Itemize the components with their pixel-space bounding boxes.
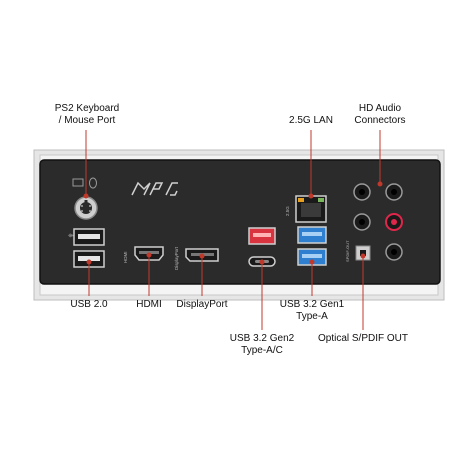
ps2-port (74, 196, 98, 220)
label-hdmi: HDMI (136, 299, 162, 310)
keyboard-icon (72, 178, 84, 187)
mouse-icon (89, 177, 97, 189)
usb20-ports: ⟴ (68, 228, 105, 268)
label-ps2-line1: PS2 Keyboard (54, 103, 120, 114)
callout-lines (83, 130, 383, 330)
label-usb32gen2-line2: Type-A/C (241, 345, 283, 356)
label-ps2: PS2 Keyboard / Mouse Port (44, 103, 130, 127)
dp-tag: DisplayPort (174, 246, 179, 270)
label-usb32gen2-line1: USB 3.2 Gen2 (229, 333, 295, 344)
lan-port: 2.5G (285, 195, 327, 223)
lan-tag: 2.5G (285, 206, 290, 216)
label-hd-audio-line1: HD Audio (358, 103, 402, 114)
label-usb32gen1-line1: USB 3.2 Gen1 (279, 299, 345, 310)
label-displayport: DisplayPort (176, 299, 228, 310)
label-hd-audio: HD Audio Connectors (346, 103, 414, 127)
usb32gen2-typea-port (248, 227, 276, 245)
label-lan: 2.5G LAN (289, 115, 333, 126)
label-usb32gen1-line2: Type-A (296, 311, 328, 322)
label-usb20: USB 2.0 (70, 299, 108, 310)
label-optical-spdif: Optical S/PDIF OUT (317, 333, 408, 344)
hdmi-tag: HDMI (123, 252, 128, 264)
label-ps2-line2: / Mouse Port (58, 115, 116, 126)
label-usb32gen2: USB 3.2 Gen2 Type-A/C (222, 333, 302, 357)
label-hd-audio-line2: Connectors (354, 115, 406, 126)
label-usb32gen1: USB 3.2 Gen1 Type-A (276, 299, 348, 323)
usb32gen1-ports (297, 226, 327, 266)
audio-jacks (353, 183, 403, 261)
svg-text:⟴: ⟴ (68, 233, 74, 239)
mpg-logo (131, 181, 178, 196)
spdif-tag: SPDIF-OUT (345, 240, 350, 262)
